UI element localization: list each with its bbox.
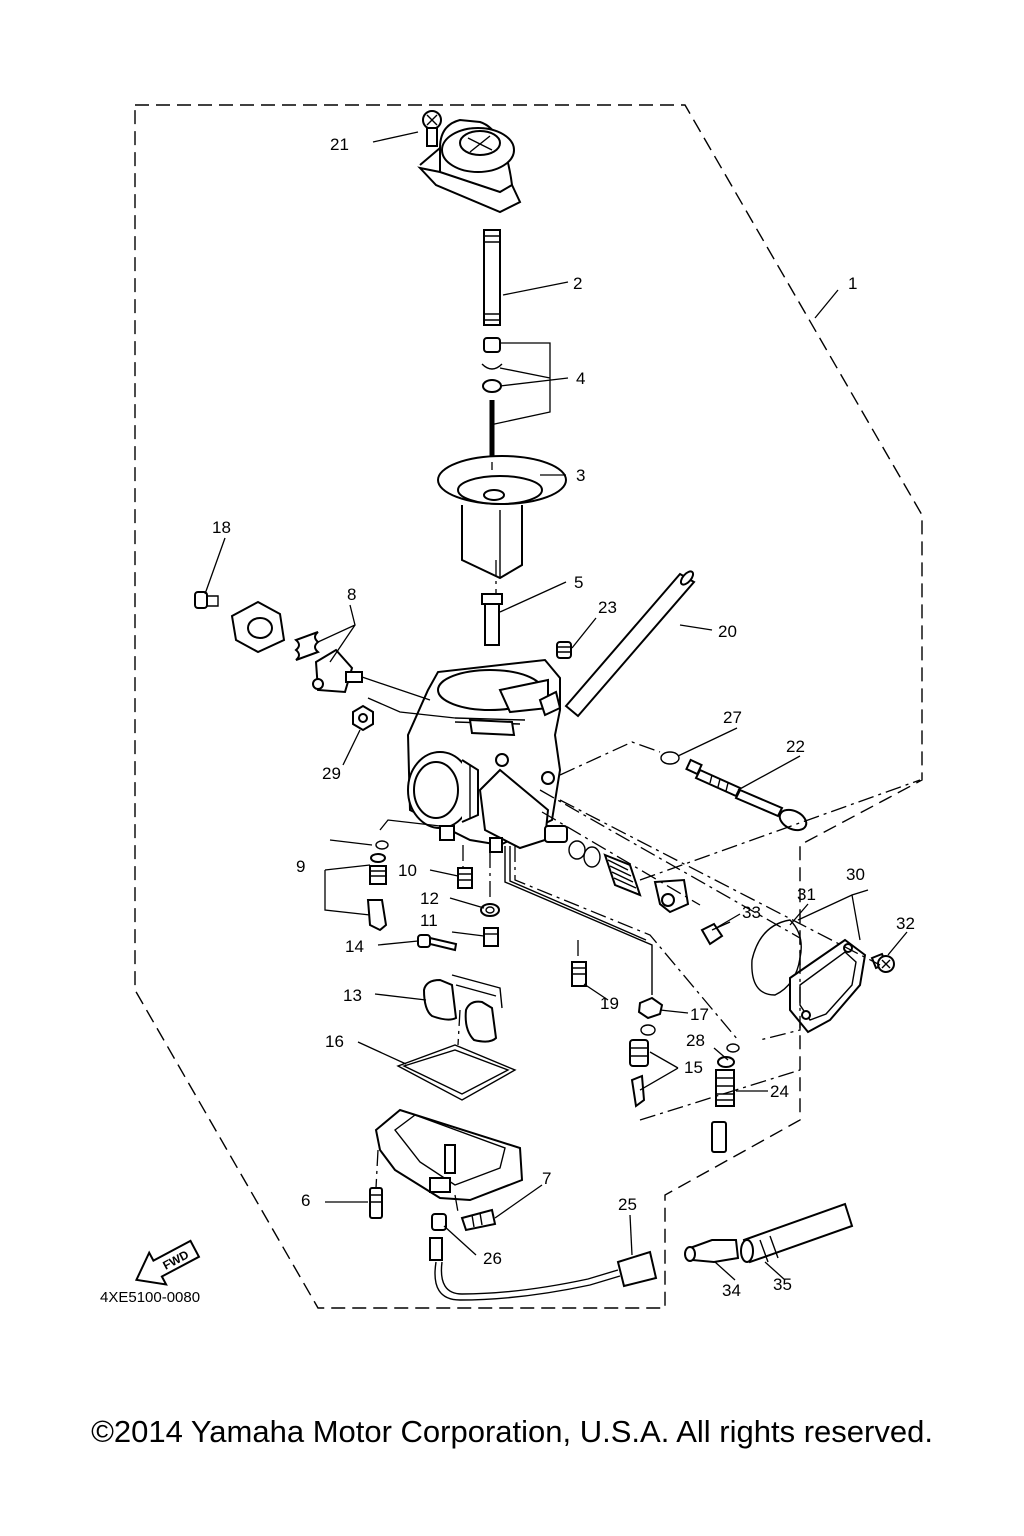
part-pump-spring <box>568 840 690 914</box>
callout-11: 11 <box>420 911 438 930</box>
part-34-joint <box>684 1239 740 1264</box>
callout-20: 20 <box>718 622 737 641</box>
part-19-jet <box>571 961 587 987</box>
part-top-cover <box>417 118 522 214</box>
callout-13: 13 <box>343 986 362 1005</box>
part-26-clamp <box>429 1213 447 1261</box>
part-10-jet <box>457 867 473 889</box>
part-6-screw <box>369 1187 383 1219</box>
part-24-screw-set <box>711 1069 735 1153</box>
callout-22: 22 <box>786 737 805 756</box>
part-7-screw <box>460 1208 497 1232</box>
part-4-needle-set <box>481 337 503 470</box>
part-2-tube <box>483 229 501 326</box>
callout-27: 27 <box>723 708 742 727</box>
callout-18: 18 <box>212 518 231 537</box>
callout-21: 21 <box>330 135 349 154</box>
callout-1: 1 <box>848 274 857 293</box>
callout-29: 29 <box>322 764 341 783</box>
callout-4: 4 <box>576 369 585 388</box>
part-27-oring <box>660 751 680 765</box>
part-23-spring <box>556 641 572 659</box>
part-33-screw <box>700 921 731 946</box>
part-16-gasket <box>396 1044 517 1101</box>
callout-23: 23 <box>598 598 617 617</box>
part-5-jet <box>481 593 503 646</box>
callout-16: 16 <box>325 1032 344 1051</box>
callout-10: 10 <box>398 861 417 880</box>
callout-31: 31 <box>797 885 816 904</box>
part-22-pilot-screw <box>685 758 808 832</box>
callout-28: 28 <box>686 1031 705 1050</box>
alignment-lines <box>375 462 921 1213</box>
callout-labels: 1 2 3 4 5 6 7 8 9 10 11 12 13 14 15 16 1… <box>212 135 915 1300</box>
part-float-bowl <box>374 1108 524 1202</box>
part-20-hose <box>564 570 696 718</box>
leader-lines <box>204 131 908 1281</box>
callout-32: 32 <box>896 914 915 933</box>
callout-9: 9 <box>296 857 305 876</box>
callout-2: 2 <box>573 274 582 293</box>
callout-24: 24 <box>770 1082 789 1101</box>
callout-35: 35 <box>773 1275 792 1294</box>
callout-30: 30 <box>846 865 865 884</box>
part-13-float <box>422 974 503 1043</box>
part-35-tube <box>740 1202 854 1264</box>
callout-33: 33 <box>742 903 761 922</box>
callout-12: 12 <box>420 889 439 908</box>
callout-7: 7 <box>542 1169 551 1188</box>
part-32-screw <box>870 952 895 973</box>
part-15-needle-valve <box>629 1024 656 1108</box>
callout-6: 6 <box>301 1191 310 1210</box>
part-30-cover <box>789 938 867 1034</box>
callout-15: 15 <box>684 1058 703 1077</box>
part-17-nut <box>637 996 664 1020</box>
part-18-screws <box>194 591 219 609</box>
assembly-boundary <box>134 104 923 1309</box>
part-8-enricher <box>294 631 363 694</box>
part-14-pin <box>417 934 458 952</box>
callout-19: 19 <box>600 994 619 1013</box>
callout-26: 26 <box>483 1249 502 1268</box>
diagram-code: 4XE5100-0080 <box>100 1289 200 1306</box>
part-coasting-cover <box>230 600 286 654</box>
part-29-nut <box>352 704 374 732</box>
part-28-oring <box>717 1043 740 1068</box>
part-9-screw-set <box>366 840 389 932</box>
part-3-diaphragm <box>437 455 567 580</box>
callout-5: 5 <box>574 573 583 592</box>
callout-17: 17 <box>690 1005 709 1024</box>
callout-3: 3 <box>576 466 585 485</box>
callout-25: 25 <box>618 1195 637 1214</box>
part-12-washer <box>480 903 500 917</box>
part-11-jet <box>483 927 499 947</box>
part-21-cap-screw <box>422 110 442 147</box>
callout-14: 14 <box>345 937 364 956</box>
part-carburetor-body <box>406 658 568 853</box>
callout-34: 34 <box>722 1281 741 1300</box>
part-25-hose <box>434 1250 658 1301</box>
copyright-notice: ©2014 Yamaha Motor Corporation, U.S.A. A… <box>91 1414 933 1449</box>
callout-8: 8 <box>347 585 356 604</box>
fwd-arrow-icon: FWD <box>134 1239 201 1286</box>
